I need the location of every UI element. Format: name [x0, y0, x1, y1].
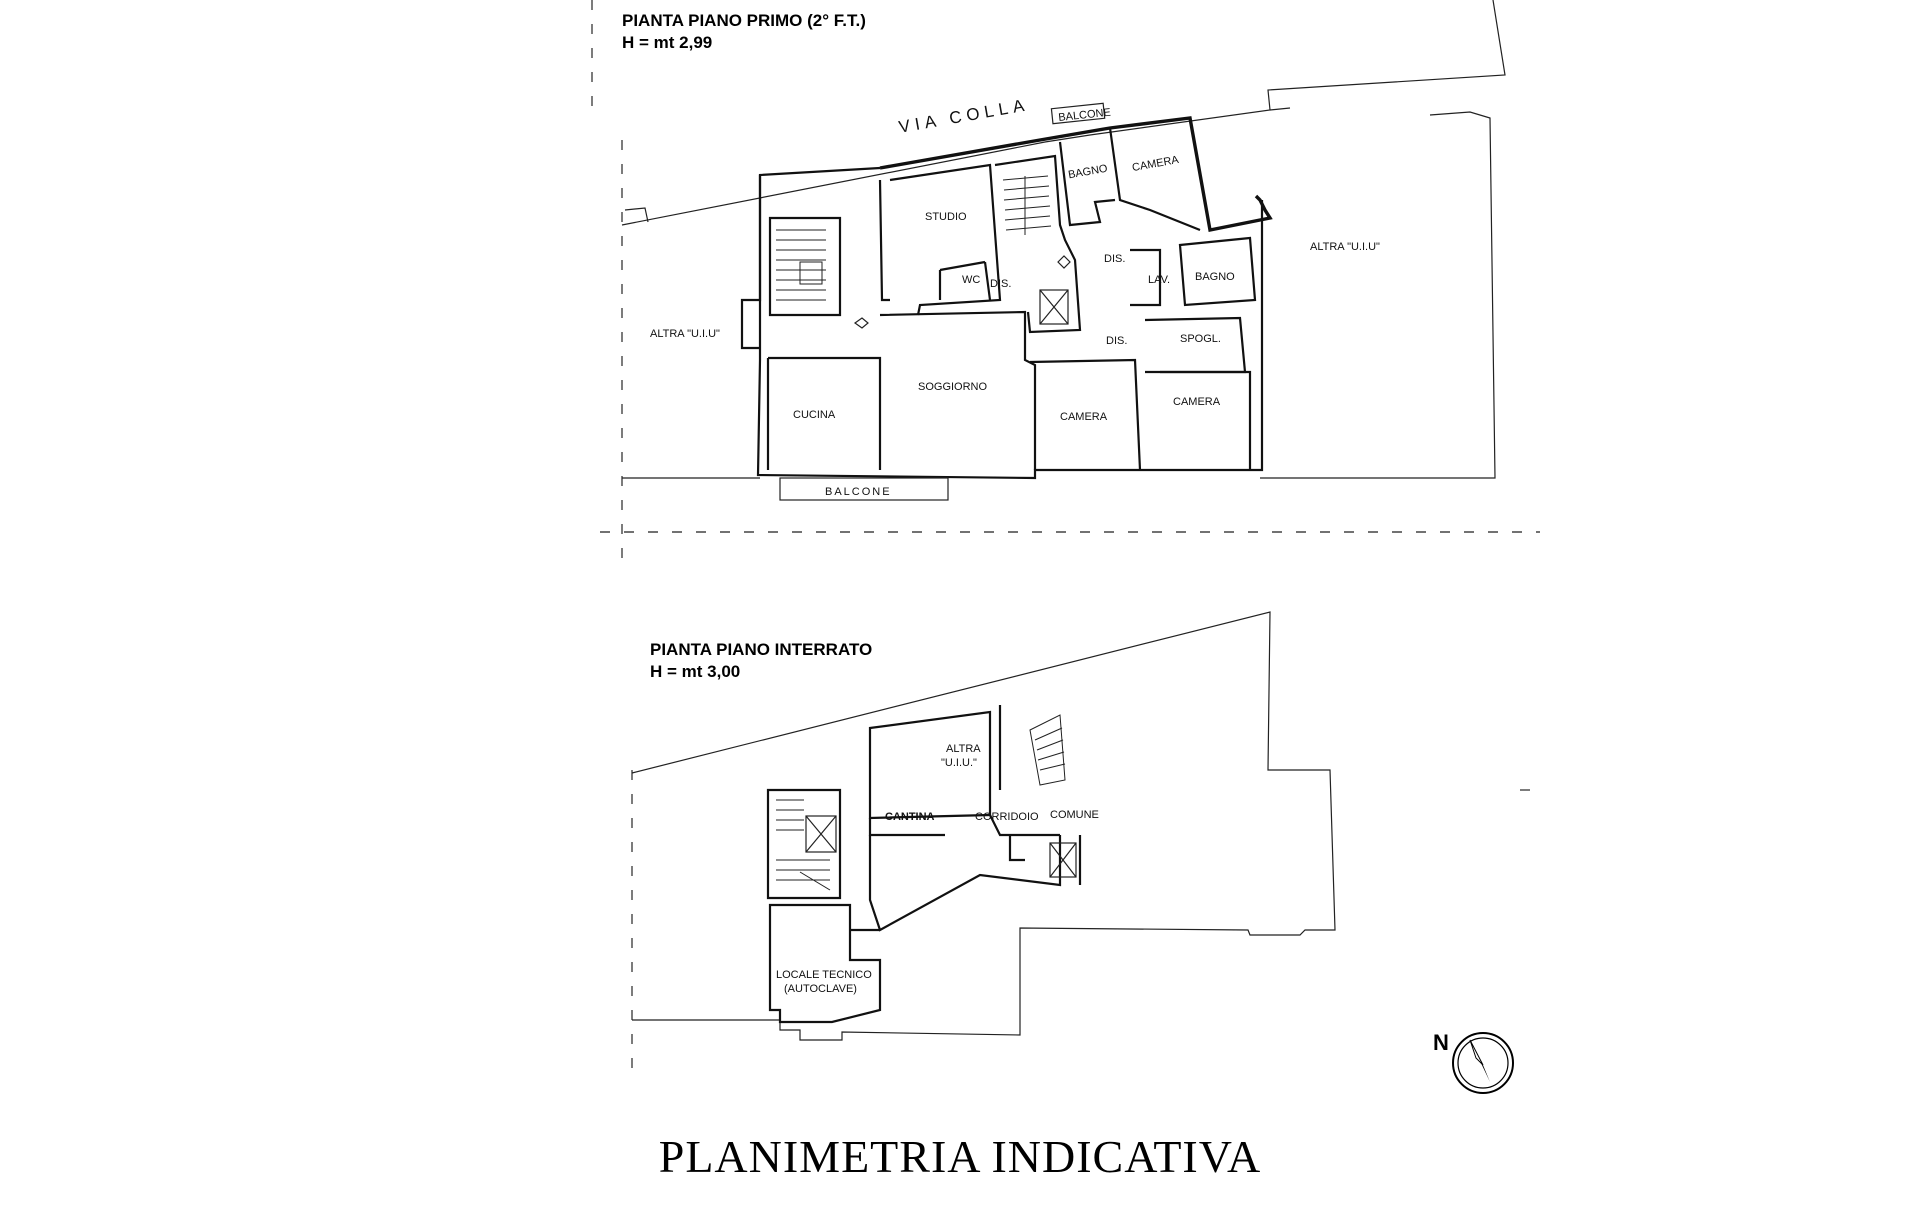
room-label-comune: COMUNE [1050, 809, 1099, 821]
balcony-bottom [779, 477, 949, 501]
basement-plan: PIANTA PIANO INTERRATO H = mt 3,00 [631, 611, 1540, 1070]
compass-outer-ring [1452, 1032, 1514, 1094]
room-label-spogl: SPOGL. [1180, 333, 1221, 345]
room-label-bagno: BAGNO [1067, 163, 1109, 182]
lav-walls [1130, 248, 1162, 307]
stair-right [1029, 714, 1066, 786]
basement-stair-core [766, 788, 842, 900]
compass-label: N [1433, 1030, 1449, 1055]
entrance-arrow-icon [1057, 255, 1071, 269]
north-arrow-icon: N [1433, 1030, 1514, 1094]
first-floor-title: PIANTA PIANO PRIMO (2° F.T.) [622, 11, 866, 30]
lift-shaft [805, 815, 837, 853]
compass-needle [1469, 1039, 1484, 1066]
basement-corridor-walls [1008, 835, 1082, 885]
room-label-lav: LAV. [1148, 274, 1170, 286]
bagno-2-walls [1178, 236, 1257, 307]
neighbour-boundary-left [624, 207, 649, 223]
lift-shaft-cross [805, 815, 837, 853]
lift-shaft-cross [1049, 842, 1077, 878]
neighbour-unit-label: ALTRA "U.I.U" [1310, 241, 1380, 253]
compass-inner-ring [1457, 1037, 1509, 1089]
balcony-top [1050, 102, 1106, 125]
lift-shaft [1039, 289, 1069, 325]
camera-3-walls [1145, 370, 1252, 470]
first-floor-height: H = mt 2,99 [622, 33, 712, 52]
stair-core-wall [740, 175, 762, 350]
cucina-walls [766, 356, 882, 470]
room-label-dis: DIS. [990, 278, 1011, 290]
room-label-corridoio: CORRIDOIO [975, 811, 1039, 823]
street-name: VIA COLLA [897, 95, 1030, 137]
stair-central [1002, 175, 1052, 235]
room-label-camera: CAMERA [1131, 154, 1180, 174]
room-label-dis: DIS. [1104, 253, 1125, 265]
camera-1-walls [1108, 127, 1201, 232]
room-label-altra: ALTRA [946, 743, 981, 755]
lift-shaft-cross [1039, 289, 1069, 325]
room-label-cantina: CANTINA [885, 811, 935, 823]
basement-corridor-walls [868, 835, 1062, 932]
studio-walls [889, 163, 1002, 316]
stair-core-central [994, 154, 1082, 334]
balcony-bottom-label: BALCONE [825, 486, 892, 498]
basement-boundary [631, 611, 1336, 1041]
stair-left [776, 229, 826, 301]
room-label-studio: STUDIO [925, 211, 967, 223]
wc-walls [938, 260, 992, 301]
spogl-walls [1144, 316, 1247, 374]
soggiorno-walls [879, 310, 1037, 470]
studio-walls [878, 179, 890, 302]
apartment-outer-wall [756, 166, 1264, 480]
room-label-bagno: BAGNO [1195, 271, 1235, 283]
first-floor-plan: PIANTA PIANO PRIMO (2° F.T.) H = mt 2,99… [591, 0, 1540, 560]
room-label-autoclave: (AUTOCLAVE) [784, 983, 857, 995]
basement-title: PIANTA PIANO INTERRATO [650, 640, 872, 659]
room-label-soggiorno: SOGGIORNO [918, 381, 988, 393]
room-label-cucina: CUCINA [793, 409, 836, 421]
room-label-locale-tecnico: LOCALE TECNICO [776, 969, 872, 981]
stair-core-left [768, 216, 842, 317]
room-label-camera: CAMERA [1060, 411, 1108, 423]
neighbour-unit-label: ALTRA "U.I.U" [650, 328, 720, 340]
lift-shaft [1049, 842, 1077, 878]
room-label-dis: DIS. [1106, 335, 1127, 347]
entrance-arrow-icon [853, 317, 869, 329]
locale-tecnico-walls [768, 903, 882, 1024]
room-label-uiu: "U.I.U." [941, 757, 977, 769]
bagno-1-walls [1058, 141, 1116, 227]
balcony-top-label: BALCONE [1058, 107, 1112, 124]
street-frontage-line [1269, 107, 1291, 111]
camera-2-walls [1029, 358, 1142, 471]
basement-height: H = mt 3,00 [650, 662, 740, 681]
room-label-camera: CAMERA [1173, 396, 1221, 408]
footer-title: PLANIMETRIA INDICATIVA [658, 1131, 1262, 1182]
neighbour-boundary-right [1260, 111, 1496, 479]
stair-left [776, 799, 831, 891]
room-label-wc: WC [962, 274, 980, 286]
